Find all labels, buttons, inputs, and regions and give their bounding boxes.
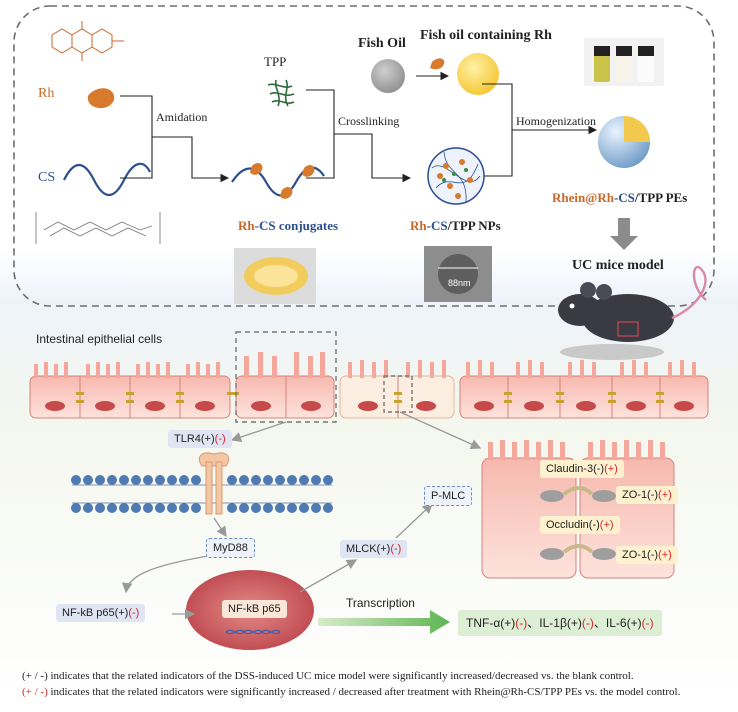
rh-drop xyxy=(87,88,115,109)
zo1-box-top: ZO-1(-)(+) xyxy=(616,486,678,504)
cs-label: CS xyxy=(38,170,56,185)
nucleus-label: NF-kB p65 xyxy=(222,600,287,618)
zo1-bottom-text: ZO-1(-) xyxy=(622,549,659,561)
tlr4-receptor xyxy=(198,452,230,515)
fish-oil-rh-label: Fish oil containing Rh xyxy=(420,28,552,43)
np-label: Rh-CS/TPP NPs xyxy=(410,218,501,234)
cell-membrane xyxy=(71,475,333,513)
tlr4-box: TLR4(+)(-) xyxy=(168,430,232,448)
mouse-illustration xyxy=(558,265,707,360)
nfkb-text: NF-kB p65(+) xyxy=(62,607,129,619)
transcription-green-arrow xyxy=(318,610,450,634)
occludin-change: (+) xyxy=(599,519,614,531)
crosslinking-line xyxy=(306,89,335,179)
conjugate-label: Rh-CS conjugates xyxy=(238,218,338,234)
claudin-change: (+) xyxy=(604,463,618,475)
homogenization-line xyxy=(482,83,513,177)
focus-box-villi xyxy=(235,331,337,423)
pe-rhein-text: Rhein@ xyxy=(552,190,598,205)
crosslinking-arrow xyxy=(334,133,412,183)
tpp-label: TPP xyxy=(264,54,287,69)
rh-drop-small xyxy=(430,58,445,70)
zo1-box-bottom: ZO-1(-)(+) xyxy=(616,546,678,564)
pe-cs-text: -CS xyxy=(613,190,635,205)
nfkb-box: NF-kB p65(+)(-) xyxy=(56,604,146,622)
zo1-bottom-change: (+) xyxy=(658,549,672,561)
il1-text: IL-1β(+) xyxy=(539,616,582,630)
pe-label: Rhein@Rh-CS/TPP PEs xyxy=(552,190,687,206)
tpp-molecule xyxy=(267,79,295,107)
focus-box-junction xyxy=(383,375,413,413)
np-rest-text: /TPP NPs xyxy=(447,218,501,233)
cells-label: Intestinal epithelial cells xyxy=(36,332,163,346)
transcription-label: Transcription xyxy=(346,596,415,610)
np-rh-text: Rh xyxy=(410,218,427,233)
occludin-box: Occludin(-)(+) xyxy=(540,516,620,534)
zo1-top-text: ZO-1(-) xyxy=(622,489,659,501)
pe-rh-text: Rh xyxy=(597,190,614,205)
mlck-box: MLCK(+)(-) xyxy=(340,540,408,558)
cs-wave xyxy=(63,162,151,197)
dna-strand xyxy=(225,629,281,635)
pe-rest-text: /TPP PEs xyxy=(634,190,688,205)
scale-bar-label: 88nm xyxy=(448,278,471,288)
nfkb-change: (-) xyxy=(128,607,140,619)
tnf-change: (-) xyxy=(515,616,528,630)
il6-text: IL-6(+) xyxy=(605,616,642,630)
il6-change: (-) xyxy=(641,616,654,630)
footnote-2: (+ / -) indicates that the related indic… xyxy=(22,686,680,698)
cytokine-separator: 、 xyxy=(593,616,606,630)
tnf-text: TNF-α(+) xyxy=(466,616,516,630)
mlck-change: (-) xyxy=(390,543,402,555)
amidation-arrow xyxy=(152,136,230,183)
crosslinking-label: Crosslinking xyxy=(338,114,400,128)
model-label: UC mice model xyxy=(572,258,664,273)
tlr4-text: TLR4(+) xyxy=(174,433,215,445)
mlck-text: MLCK(+) xyxy=(346,543,391,555)
myd88-box: MyD88 xyxy=(206,538,255,558)
conjugate-rh-text: Rh xyxy=(238,218,255,233)
claudin-text: Claudin-3(-) xyxy=(546,463,605,475)
treatment-arrow xyxy=(610,218,638,250)
cytokine-separator: 、 xyxy=(527,616,540,630)
homogenization-label: Homogenization xyxy=(516,114,596,128)
chitosan-structure xyxy=(35,212,161,244)
tlr4-change: (-) xyxy=(214,433,226,445)
footnote-2-text: indicates that the related indicators we… xyxy=(47,686,681,698)
footnote-2-red: (+ / -) xyxy=(22,686,48,698)
epithelial-cells xyxy=(29,352,709,419)
pmlc-box: P-MLC xyxy=(424,486,473,506)
cytokine-box: TNF-α(+)(-)、IL-1β(+)(-)、IL-6(+)(-) xyxy=(458,610,662,636)
rhein-molecule xyxy=(51,21,124,61)
zo1-top-change: (+) xyxy=(658,489,672,501)
amidation-label: Amidation xyxy=(156,110,208,124)
np-cs-text: -CS xyxy=(426,218,448,233)
footnote-1: (+ / -) indicates that the related indic… xyxy=(22,670,634,682)
rh-label: Rh xyxy=(38,86,55,101)
conjugate-cs-text: -CS conjugates xyxy=(254,218,339,233)
fish-oil-sphere xyxy=(371,59,405,93)
occludin-text: Occludin(-) xyxy=(546,519,600,531)
synthesis-panel xyxy=(13,5,715,307)
claudin-box: Claudin-3(-)(+) xyxy=(540,460,624,478)
fish-oil-label: Fish Oil xyxy=(358,36,406,51)
il1-change: (-) xyxy=(581,616,594,630)
fish-oil-rh-sphere xyxy=(457,53,499,95)
